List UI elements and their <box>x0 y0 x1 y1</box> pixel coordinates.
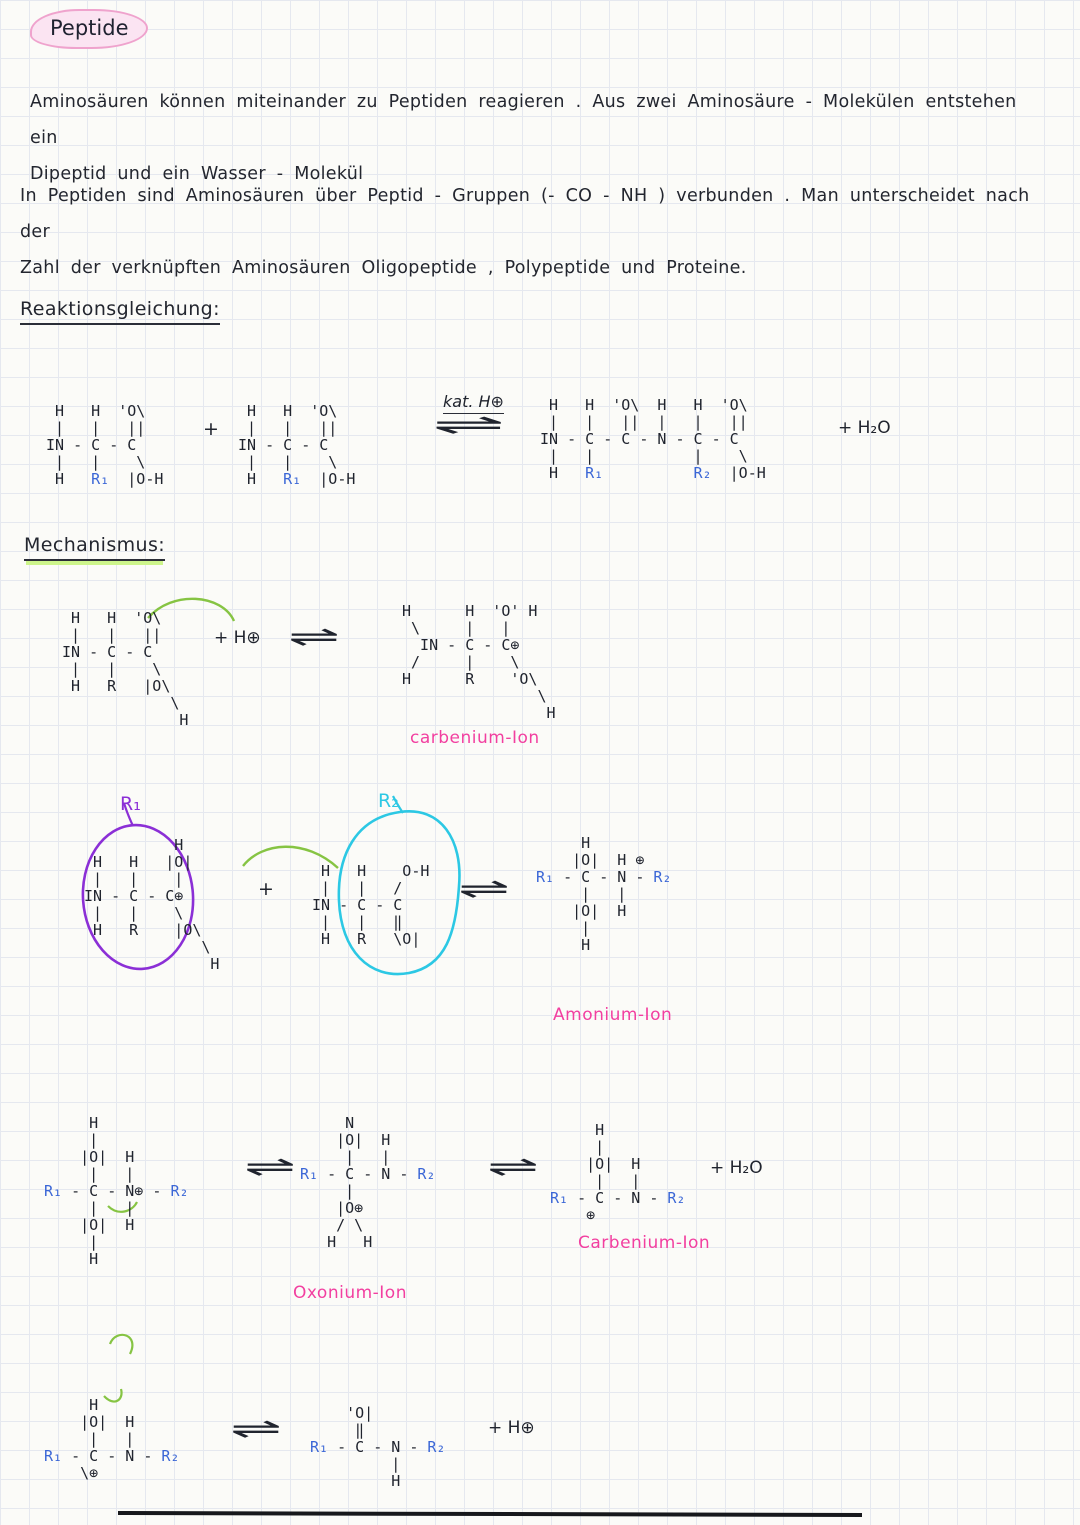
mech2-amine-structure: H H O-H | | / IN - C - C | | ‖ H R \O| <box>312 862 430 948</box>
equilibrium-arrow-icon: ⇌ <box>244 1150 296 1183</box>
water-term: + H₂O <box>838 418 891 438</box>
curved-arrow-icon <box>108 1333 134 1355</box>
equilibrium-arrow-icon: ⇌ <box>458 872 510 905</box>
bottom-divider <box>117 1511 863 1517</box>
ammonium-ion-label: Amonium-Ion <box>553 1005 673 1025</box>
heading-mechanismus: Mechanismus: <box>24 534 166 561</box>
peptide-groups-paragraph: In Peptiden sind Aminosäuren über Peptid… <box>20 186 1030 278</box>
mech1-reactant-structure: H H 'O\ | | || IN - C - C | | \ H R |O\ … <box>62 609 189 729</box>
mech4-reactant-structure: H |O| H | | R₁ - C - N - R₂ \⊕ <box>44 1396 180 1482</box>
mech3-ammonium-structure: H | |O| H | | R₁ - C - N⊕ - R₂ | | |O| H… <box>44 1114 189 1268</box>
dipeptide-structure: H H 'O\ H H 'O\ | | || | | || IN - C - C… <box>540 396 766 482</box>
oxonium-ion-label: Oxonium-Ion <box>293 1283 407 1303</box>
amino-acid-structure-1: H H 'O\ | | || IN - C - C | | \ H R₁ |O-… <box>46 402 164 488</box>
carbenium-ion-label: Carbenium-Ion <box>578 1233 711 1253</box>
mech3-carbenium-structure: H | |O| H | | R₁ - C - N - R₂ ⊕ <box>550 1121 686 1224</box>
equilibrium-arrow-icon: ⇌ <box>230 1412 282 1445</box>
proton-term: + H⊕ <box>214 628 261 648</box>
carbenium-ion-label: carbenium-Ion <box>410 728 540 748</box>
carbenium-ion-structure: H H 'O' H \ | | IN - C - C⊕ / | \ H R 'O… <box>402 602 556 722</box>
plus-sign: + <box>258 878 274 900</box>
proton-term: + H⊕ <box>488 1418 535 1438</box>
equilibrium-arrow-icon: ⇌ <box>288 620 340 653</box>
plus-sign: + <box>203 418 219 440</box>
r1-annotation: R₁ <box>120 793 141 815</box>
oxonium-ion-structure: N |O| H | | R₁ - C - N - R₂ | |O⊕ / \ H … <box>300 1114 436 1251</box>
catalyst-label: kat. H⊕ <box>443 392 504 414</box>
equilibrium-arrow-icon: ⇌ <box>487 1150 539 1183</box>
page-title: Peptide <box>30 9 149 49</box>
amino-acid-structure-2: H H 'O\ | | || IN - C - C | | \ H R₁ |O-… <box>238 402 356 488</box>
water-term: + H₂O <box>710 1158 763 1178</box>
equilibrium-arrow-icon: ⇌ <box>432 408 505 441</box>
heading-reaktionsgleichung: Reaktionsgleichung: <box>20 298 220 325</box>
amide-product-structure: 'O| ‖ R₁ - C - N - R₂ | H <box>310 1404 446 1490</box>
ammonium-ion-structure: H |O| H ⊕ R₁ - C - N - R₂ | | |O| H | H <box>536 834 672 954</box>
intro-paragraph: Aminosäuren können miteinander zu Peptid… <box>30 92 1017 184</box>
mech2-carbenium-structure: H H H |O| | | | IN - C - C⊕ | | \ H R |O… <box>84 836 220 973</box>
r2-annotation: R₂ <box>378 790 399 812</box>
